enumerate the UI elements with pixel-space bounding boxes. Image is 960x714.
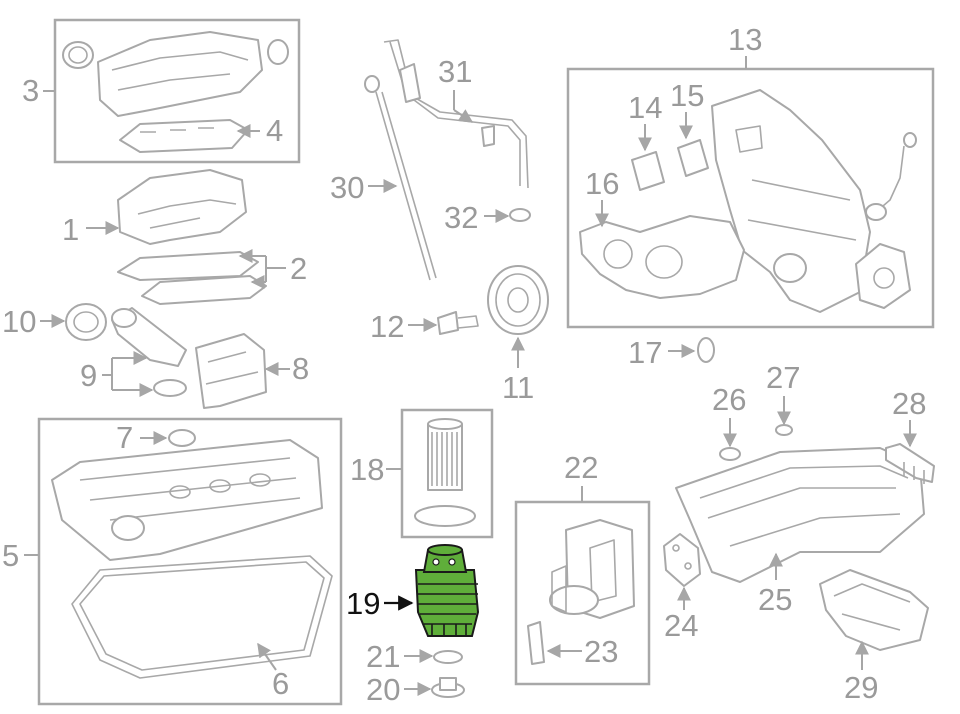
- callout-25: 25: [758, 582, 792, 617]
- valve-cover-part: [51, 439, 323, 561]
- callout-8: 8: [292, 351, 309, 386]
- oil-filler-cap-part: [65, 303, 107, 341]
- callout-5: 5: [2, 538, 19, 573]
- callout-18: 18: [350, 452, 384, 487]
- callout-13: 13: [728, 22, 762, 57]
- callout-29: 29: [844, 670, 878, 705]
- group-box-valve-cover: [37, 417, 343, 706]
- union-23-part: [527, 621, 545, 665]
- intake-gasket-part: [119, 119, 249, 153]
- callout-14: 14: [628, 90, 662, 125]
- gasket-7-part: [168, 429, 196, 447]
- gasket-24-part: [663, 533, 701, 587]
- water-pump-part: [579, 215, 745, 299]
- callout-1: 1: [62, 212, 79, 247]
- callout-26: 26: [712, 382, 746, 417]
- timing-sensor-part: [865, 132, 917, 221]
- valve-cover-gasket-part: [71, 555, 333, 679]
- callout-7: 7: [116, 420, 133, 455]
- callout-32: 32: [444, 200, 478, 235]
- callout-11: 11: [502, 370, 534, 405]
- gasket-15-part: [677, 139, 709, 177]
- filter-element-part: [427, 418, 463, 491]
- heat-shield-part: [195, 333, 267, 409]
- filter-o-ring-part: [414, 505, 476, 527]
- callout-17: 17: [628, 335, 662, 370]
- callout-20: 20: [366, 672, 400, 707]
- baffle-28-part: [885, 443, 935, 484]
- callout-22: 22: [564, 450, 598, 485]
- callout-24: 24: [664, 608, 698, 643]
- callout-2: 2: [290, 251, 307, 286]
- washer-27-part: [775, 424, 793, 436]
- pipe-part: [111, 307, 187, 397]
- dipstick-part: [364, 75, 437, 281]
- callout-3: 3: [22, 73, 39, 108]
- callout-4: 4: [266, 113, 283, 148]
- callout-28: 28: [892, 386, 926, 421]
- oil-filter-cap-highlighted-part: [414, 544, 480, 637]
- callout-27: 27: [766, 360, 800, 395]
- callout-16: 16: [585, 166, 619, 201]
- lower-oil-pan-part: [819, 569, 929, 651]
- group-box-oil-filter: [400, 408, 494, 539]
- cover-plate-part: [855, 243, 911, 309]
- washer-21-part: [433, 650, 463, 664]
- callout-12: 12: [370, 309, 404, 344]
- crank-pulley-part: [487, 265, 549, 335]
- callout-19: 19: [346, 586, 380, 621]
- callout-10: 10: [2, 304, 36, 339]
- washer-26-part: [719, 447, 741, 461]
- callout-15: 15: [670, 78, 704, 113]
- pulley-bolt-part: [437, 311, 479, 335]
- callout-9: 9: [80, 358, 97, 393]
- gasket-14-part: [631, 151, 665, 191]
- intake-plenum-part: [62, 31, 289, 117]
- manifold-part: [117, 169, 247, 245]
- callout-23: 23: [584, 634, 618, 669]
- o-ring-32-part: [509, 208, 531, 222]
- o-ring-17-part: [697, 337, 715, 363]
- oil-pan-part: [675, 447, 925, 583]
- callout-30: 30: [330, 170, 364, 205]
- callout-31: 31: [438, 54, 472, 89]
- drain-plug-20-part: [431, 677, 465, 698]
- callout-21: 21: [366, 639, 400, 674]
- timing-cover-part: [711, 89, 871, 313]
- filter-housing-part: [549, 519, 635, 619]
- group-box-timing-cover: [566, 67, 935, 329]
- callout-6: 6: [272, 666, 289, 701]
- manifold-gasket-part: [117, 251, 267, 305]
